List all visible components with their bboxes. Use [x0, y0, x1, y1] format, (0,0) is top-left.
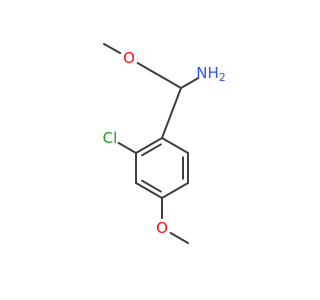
- bond-c3-c4-inner: [141, 179, 162, 193]
- bond-c1-c2-inner: [141, 143, 162, 157]
- bond-c_methyl_top-o_ether_top: [103, 43, 122, 55]
- bonds-layer: [103, 43, 200, 244]
- atom-label-n_amine: NH2: [196, 64, 226, 84]
- bond-c6-c1: [161, 137, 189, 154]
- bond-c_alpha-c1: [161, 87, 182, 139]
- bond-c2-cl: [117, 142, 137, 154]
- atom-label-o_ether_bottom: O: [156, 219, 168, 237]
- bond-c4-c5: [161, 182, 189, 199]
- bond-c_alpha-n_amine: [180, 77, 200, 89]
- bond-c_ch2-c_alpha: [154, 72, 182, 89]
- atom-label-o_ether_top: O: [123, 49, 135, 67]
- atom-label-cl: Cl: [103, 129, 118, 147]
- bond-c1-c2: [135, 137, 163, 154]
- bond-o_ether_bottom-c_methyl_bottom: [169, 232, 189, 244]
- atom-subscript-n_amine: 2: [219, 71, 226, 84]
- bond-c3-c4: [135, 182, 163, 199]
- bond-o_ether_top-c_ch2: [136, 62, 156, 74]
